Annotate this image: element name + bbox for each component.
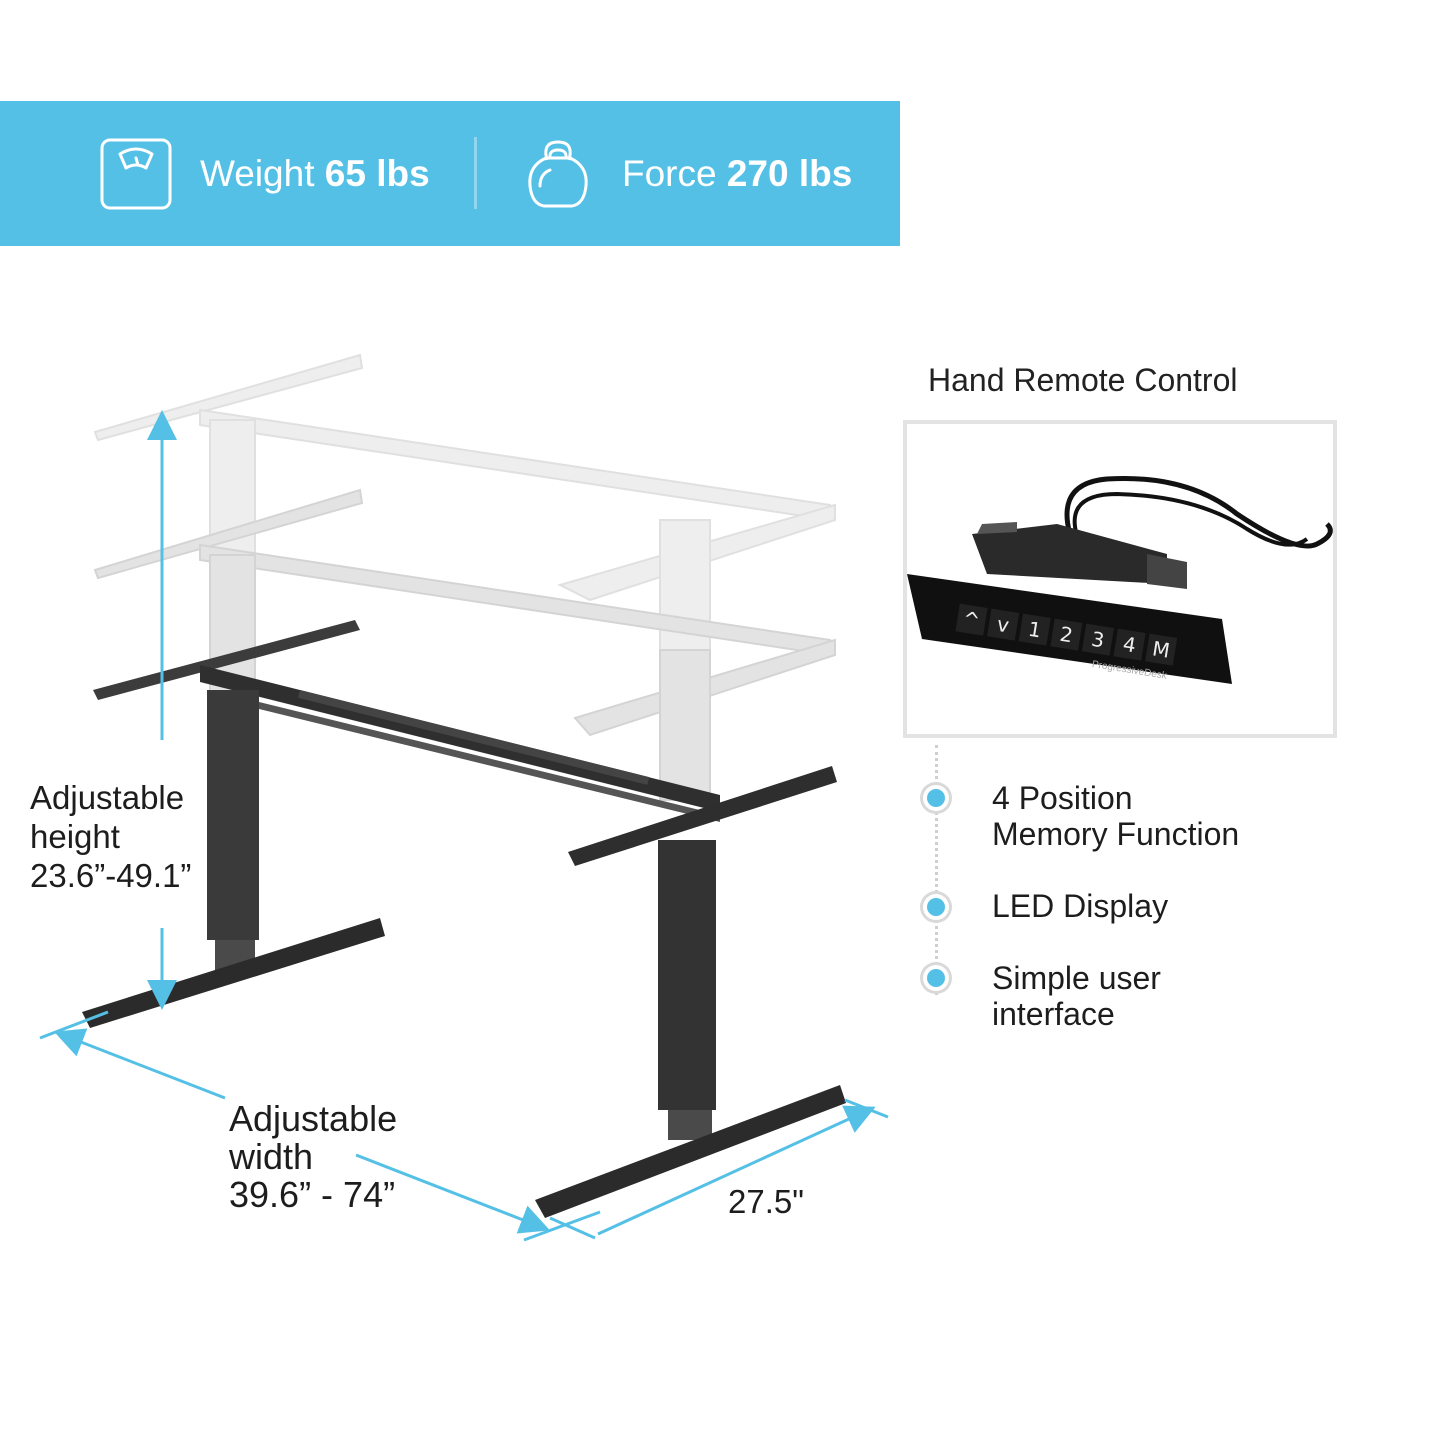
feature-memory-line2: Memory Function	[992, 816, 1240, 852]
remote-title: Hand Remote Control	[928, 362, 1238, 398]
scale-icon	[100, 138, 172, 209]
weight-spec: Weight 65 lbs	[98, 101, 430, 246]
spec-banner: Weight 65 lbs Force 270 lbs	[0, 101, 900, 246]
feature-led-line1: LED Display	[992, 888, 1169, 924]
feature-bullet	[927, 789, 945, 807]
feature-interface: Simple user interface	[992, 960, 1161, 1032]
banner-divider	[474, 137, 477, 209]
width-dimension-arrows	[39, 1010, 601, 1242]
feature-bullet	[927, 969, 945, 987]
remote-button-1[interactable]: 1	[1018, 613, 1051, 646]
feature-connector-line	[935, 745, 938, 995]
feature-memory-line1: 4 Position	[992, 780, 1133, 816]
feature-memory: 4 Position Memory Function	[992, 780, 1239, 852]
width-label-line1: Adjustable	[229, 1098, 398, 1139]
force-spec: Force 270 lbs	[520, 101, 852, 246]
kettlebell-icon	[528, 139, 588, 207]
remote-button-4[interactable]: 4	[1113, 628, 1146, 661]
feature-led: LED Display	[992, 888, 1168, 924]
remote-button-memory[interactable]: M	[1145, 633, 1178, 666]
desk-frame	[82, 620, 846, 1218]
feature-interface-line2: interface	[992, 996, 1115, 1032]
width-label-line3: 39.6” - 74”	[229, 1174, 396, 1215]
remote-button-down[interactable]: v	[987, 608, 1020, 641]
force-label: Force	[622, 152, 717, 194]
force-value: 270 lbs	[726, 152, 853, 194]
remote-button-3[interactable]: 3	[1081, 623, 1114, 656]
feature-interface-line1: Simple user	[992, 960, 1161, 996]
height-label-line2: height	[30, 818, 120, 855]
depth-label: 27.5"	[728, 1183, 804, 1220]
desk-frame-illustration	[39, 353, 889, 1242]
feature-bullet	[927, 898, 945, 916]
weight-text: Weight 65 lbs	[200, 153, 430, 195]
force-text: Force 270 lbs	[622, 153, 852, 195]
remote-button-up[interactable]: ^	[955, 603, 988, 636]
width-label: Adjustable width 39.6” - 74”	[229, 1100, 397, 1214]
depth-dimension-arrows	[549, 1098, 889, 1240]
width-label-line2: width	[229, 1136, 314, 1177]
height-label-line1: Adjustable	[30, 779, 185, 816]
remote-button-2[interactable]: 2	[1050, 618, 1083, 651]
remote-image-frame: ^ v 1 2 3 4 M ProgressiveDesk	[903, 420, 1337, 738]
weight-value: 65 lbs	[324, 152, 430, 194]
weight-label: Weight	[200, 152, 315, 194]
height-label-line3: 23.6”-49.1”	[30, 857, 192, 894]
height-label: Adjustable height 23.6”-49.1”	[30, 778, 191, 895]
